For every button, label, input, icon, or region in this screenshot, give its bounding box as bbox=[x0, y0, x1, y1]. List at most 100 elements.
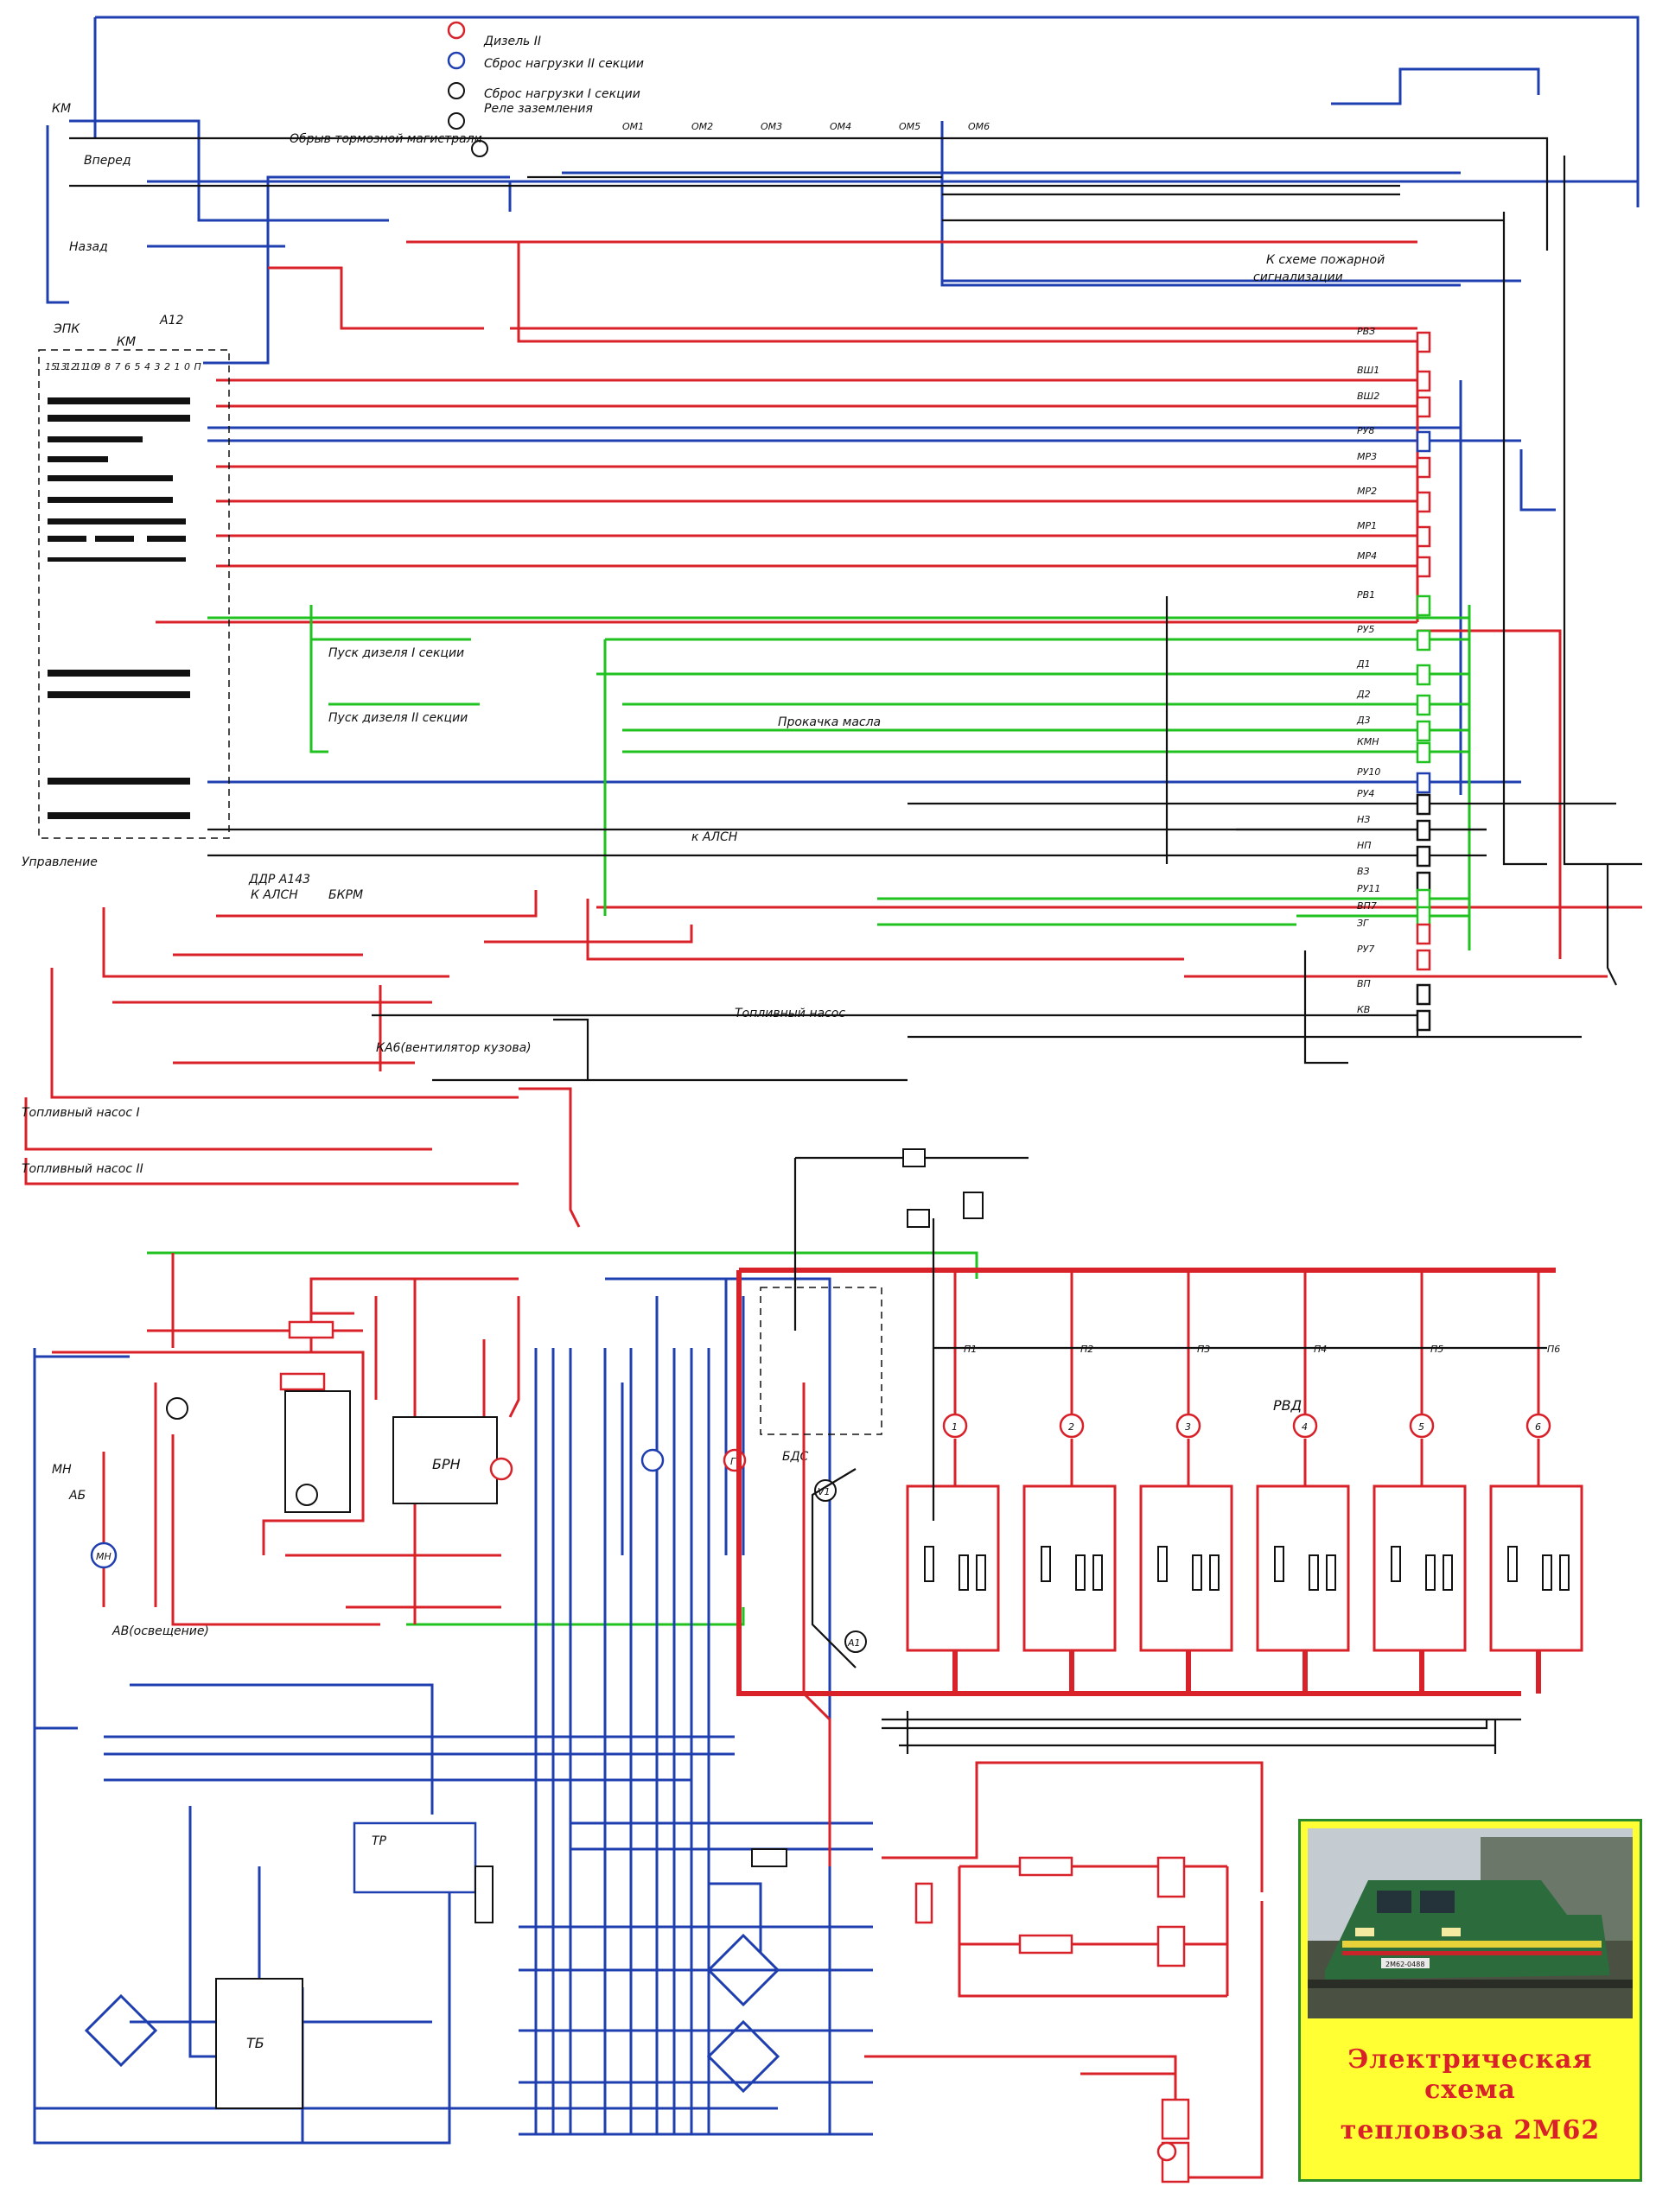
resistor-srpn1-icon bbox=[1018, 1934, 1073, 1955]
relay-coil-icon bbox=[1416, 888, 1431, 911]
relay-coil-label: ЗГ bbox=[1357, 918, 1369, 929]
label-tb: ТБ bbox=[246, 2035, 264, 2051]
lamp-ld2-icon bbox=[447, 51, 466, 70]
shunt-resistor-icon bbox=[1391, 1546, 1401, 1582]
shunt-resistor-icon bbox=[1559, 1554, 1570, 1591]
locomotive-photo: 2М62-0488 bbox=[1308, 1828, 1633, 2018]
traction-motor-label: 4 bbox=[1302, 1421, 1308, 1433]
label-k-alsn2: К АЛСН bbox=[251, 888, 298, 902]
label-ab: АБ bbox=[68, 1489, 86, 1503]
km-row-label: 10 bbox=[85, 361, 97, 372]
label-toplivny-nasos: Топливный насос bbox=[735, 1007, 845, 1020]
traction-motor-label: 2 bbox=[1068, 1421, 1074, 1433]
title-line2: тепловоза 2М62 bbox=[1340, 2115, 1601, 2145]
relay-coil-label: НЗ bbox=[1357, 814, 1370, 825]
bridge-v4-icon bbox=[706, 2019, 780, 2094]
shunt-resistor-icon bbox=[976, 1554, 986, 1591]
relay-coil-label: МР2 bbox=[1357, 486, 1377, 497]
relay-coil-icon bbox=[1416, 983, 1431, 1006]
relay-coil-icon bbox=[1416, 331, 1431, 353]
relay-coil-icon bbox=[1416, 845, 1431, 868]
lamp-lrt-icon bbox=[471, 140, 488, 157]
relay-coil-icon bbox=[1416, 396, 1431, 418]
lamp-ldi-icon bbox=[447, 21, 466, 40]
label-brn: БРН bbox=[432, 1456, 461, 1472]
relay-coil-label: ВШ1 bbox=[1357, 365, 1379, 376]
label-k-sheme: К схеме пожарной bbox=[1266, 253, 1385, 267]
label-rele-zazeml: Реле заземления bbox=[484, 102, 593, 116]
label-obryv: Обрыв тормозной магистрали bbox=[290, 132, 482, 146]
shunt-resistor-icon bbox=[959, 1554, 969, 1591]
relay-rp1-icon bbox=[1156, 1925, 1186, 1967]
field-loop bbox=[1373, 1484, 1467, 1652]
resistor-srpn2-icon bbox=[1018, 1856, 1073, 1877]
motor-8-icon bbox=[640, 1448, 665, 1472]
field-loop bbox=[1139, 1484, 1233, 1652]
label-bds: БДС bbox=[782, 1450, 809, 1464]
relay-coil-label: КВ bbox=[1357, 1004, 1370, 1015]
relay-coil-icon bbox=[1416, 720, 1431, 742]
ammeter-a9-icon bbox=[166, 1397, 188, 1420]
relay-coil-icon bbox=[1416, 1009, 1431, 1032]
bds-block bbox=[760, 1287, 882, 1435]
traction-motor-icon bbox=[1409, 1413, 1435, 1439]
relay-coil-icon bbox=[1416, 923, 1431, 945]
label-vpered: Вперед bbox=[84, 154, 131, 168]
a2-icon bbox=[296, 1484, 318, 1506]
relay-coil-label: ВЗ bbox=[1357, 866, 1370, 877]
resistor-p7-icon bbox=[751, 1848, 787, 1867]
label-toplivny2: Топливный насос II bbox=[22, 1162, 143, 1176]
contact-label: ОМ6 bbox=[968, 121, 990, 132]
shunt-resistor-icon bbox=[1443, 1554, 1453, 1591]
km-row-label: 15 bbox=[45, 361, 57, 372]
resistor-sbt-icon bbox=[475, 1866, 494, 1923]
relay-coil-label: Д2 bbox=[1356, 689, 1371, 700]
ammeter-a1-icon bbox=[844, 1630, 867, 1653]
shunt-resistor-icon bbox=[1092, 1554, 1103, 1591]
traction-motor-icon bbox=[1525, 1413, 1551, 1439]
relay-coil-label: НП bbox=[1357, 840, 1372, 851]
relay-coil-label: РВЗ bbox=[1357, 326, 1375, 337]
km-row-label: 3 bbox=[155, 361, 161, 372]
resistor-s36-icon bbox=[279, 1372, 326, 1391]
label-sbros2: Сброс нагрузки II секции bbox=[484, 57, 644, 71]
label-ddr-alsn: ДДР А143 bbox=[248, 873, 310, 887]
traction-motor-label: 6 bbox=[1535, 1421, 1541, 1433]
shunt-resistor-icon bbox=[1075, 1554, 1086, 1591]
relay-schop-icon bbox=[963, 1192, 984, 1219]
relay-coil-label: Д1 bbox=[1356, 658, 1371, 670]
lower-left-section: БРН МН ТБ ТР bbox=[33, 1253, 778, 2145]
relay-coil-label: РУ7 bbox=[1357, 944, 1374, 955]
traction-motor-label: 1 bbox=[952, 1421, 958, 1433]
km-row-label: П bbox=[194, 361, 201, 372]
relay-coil-label: РУ4 bbox=[1357, 788, 1374, 799]
relay-rop-icon bbox=[902, 1148, 926, 1167]
km-row-label: 0 bbox=[184, 361, 190, 372]
motor-feed-label: П2 bbox=[1080, 1344, 1093, 1355]
diagram-labels: Вперед Назад КМ ЭПК А12 Дизель II Сброс … bbox=[22, 35, 1385, 1638]
relay-coil-label: РУ10 bbox=[1357, 766, 1380, 778]
field-loop bbox=[906, 1484, 1000, 1652]
shunt-resistor-icon bbox=[1309, 1554, 1319, 1591]
label-bkrm: БКРМ bbox=[328, 888, 363, 902]
relay-coil-label: ВП bbox=[1357, 978, 1371, 989]
relay-coil-icon bbox=[1416, 906, 1431, 928]
relay-coil-label: Д3 bbox=[1356, 715, 1371, 726]
relay-rp1b-icon bbox=[1161, 2098, 1190, 2140]
label-sbros1: Сброс нагрузки I секции bbox=[484, 87, 640, 101]
motor-mn-icon bbox=[90, 1541, 118, 1569]
shunt-resistor-icon bbox=[1209, 1554, 1220, 1591]
relay-coil-icon bbox=[1416, 629, 1431, 652]
traction-motor-label: 5 bbox=[1418, 1421, 1424, 1433]
top-red-circuit bbox=[24, 240, 1642, 1228]
field-loop bbox=[1256, 1484, 1350, 1652]
label-km: КМ bbox=[52, 102, 71, 116]
km-row-label: 2 bbox=[164, 361, 170, 372]
label-ventilator: КА6(вентилятор кузова) bbox=[376, 1041, 532, 1055]
relay-coil-label: ВП7 bbox=[1357, 900, 1377, 912]
relay-coil-label: МР1 bbox=[1357, 520, 1377, 531]
voltmeter-v1-icon bbox=[814, 1479, 837, 1502]
relay-coil-label: РУ11 bbox=[1357, 883, 1380, 894]
